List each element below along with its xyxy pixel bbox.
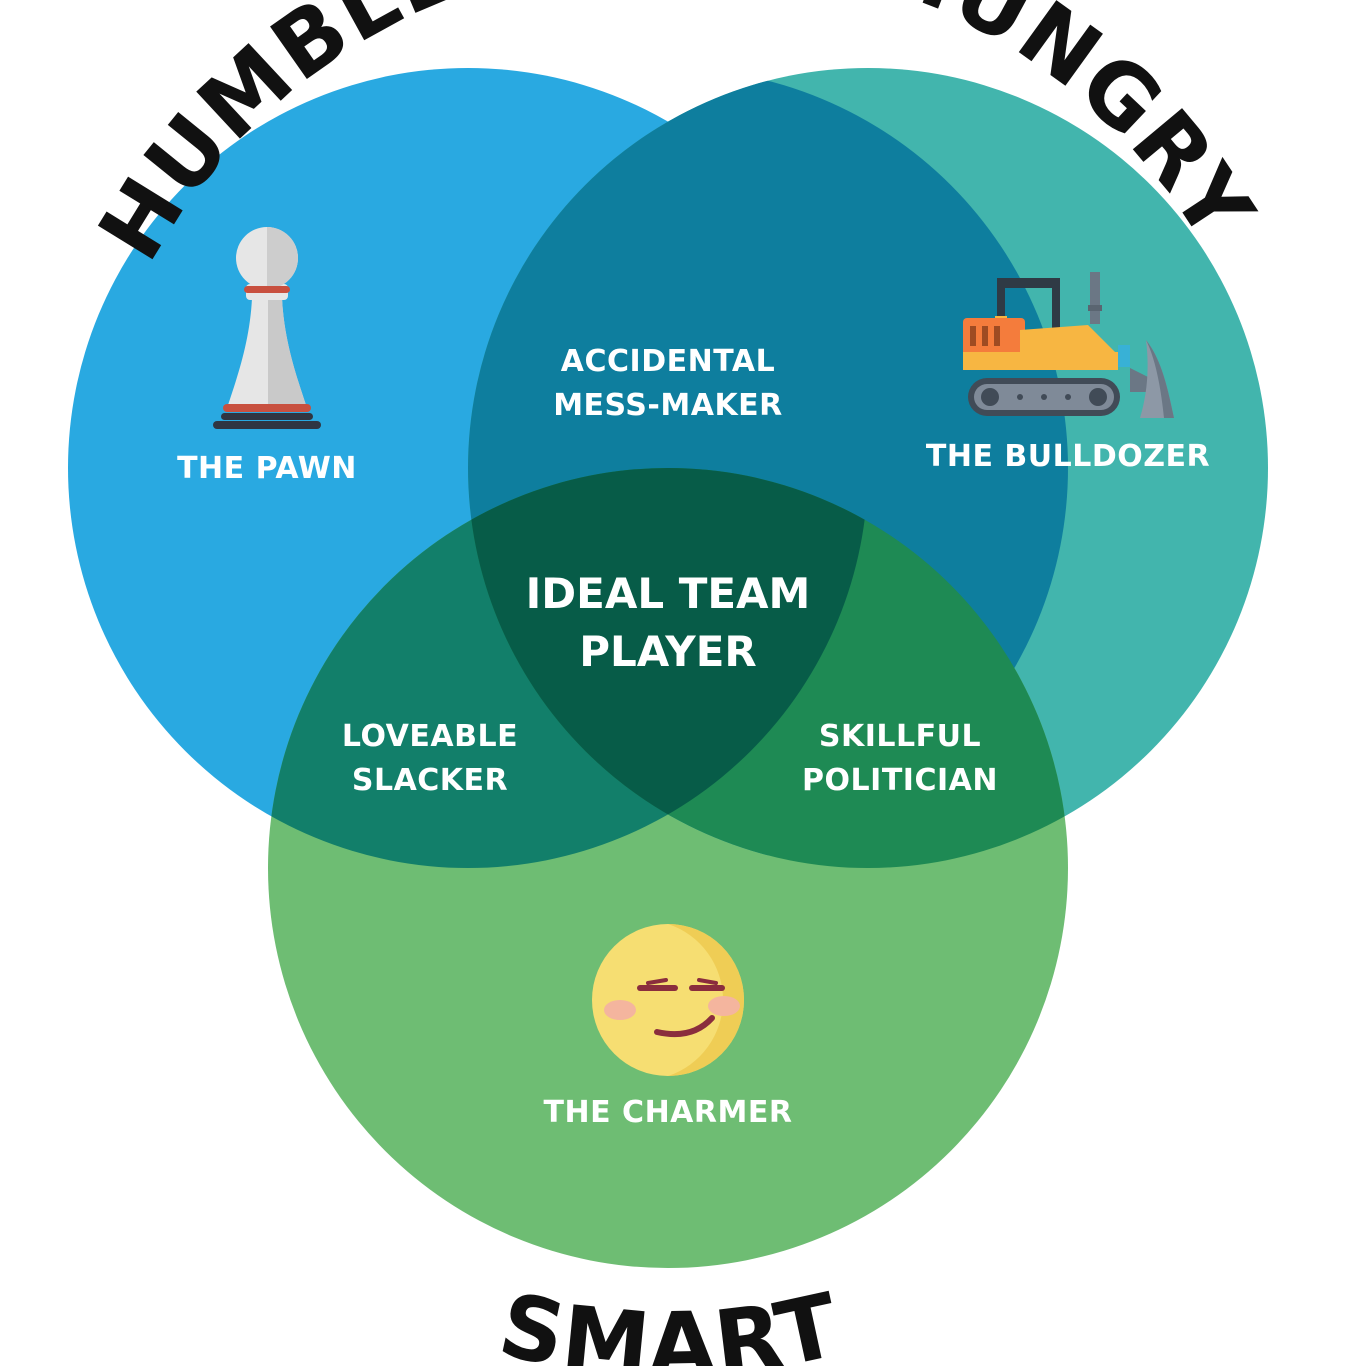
label-the-charmer: THE CHARMER — [544, 1095, 793, 1130]
chess-pawn-icon — [213, 227, 321, 429]
label-mess-maker: MESS-MAKER — [553, 388, 783, 423]
label-player: PLAYER — [579, 627, 756, 676]
label-slacker: SLACKER — [352, 763, 508, 798]
label-the-bulldozer: THE BULLDOZER — [926, 439, 1210, 474]
bulldozer-icon — [963, 272, 1174, 418]
label-the-pawn: THE PAWN — [177, 451, 357, 486]
label-loveable: LOVEABLE — [342, 719, 518, 754]
label-accidental: ACCIDENTAL — [561, 344, 775, 379]
label-skillful: SKILLFUL — [819, 719, 981, 754]
label-politician: POLITICIAN — [802, 763, 998, 798]
smart-title: SMART — [491, 1273, 849, 1366]
label-ideal-team: IDEAL TEAM — [526, 569, 811, 618]
overlap-all-three — [468, 468, 868, 868]
smirking-face-icon — [592, 924, 744, 1076]
